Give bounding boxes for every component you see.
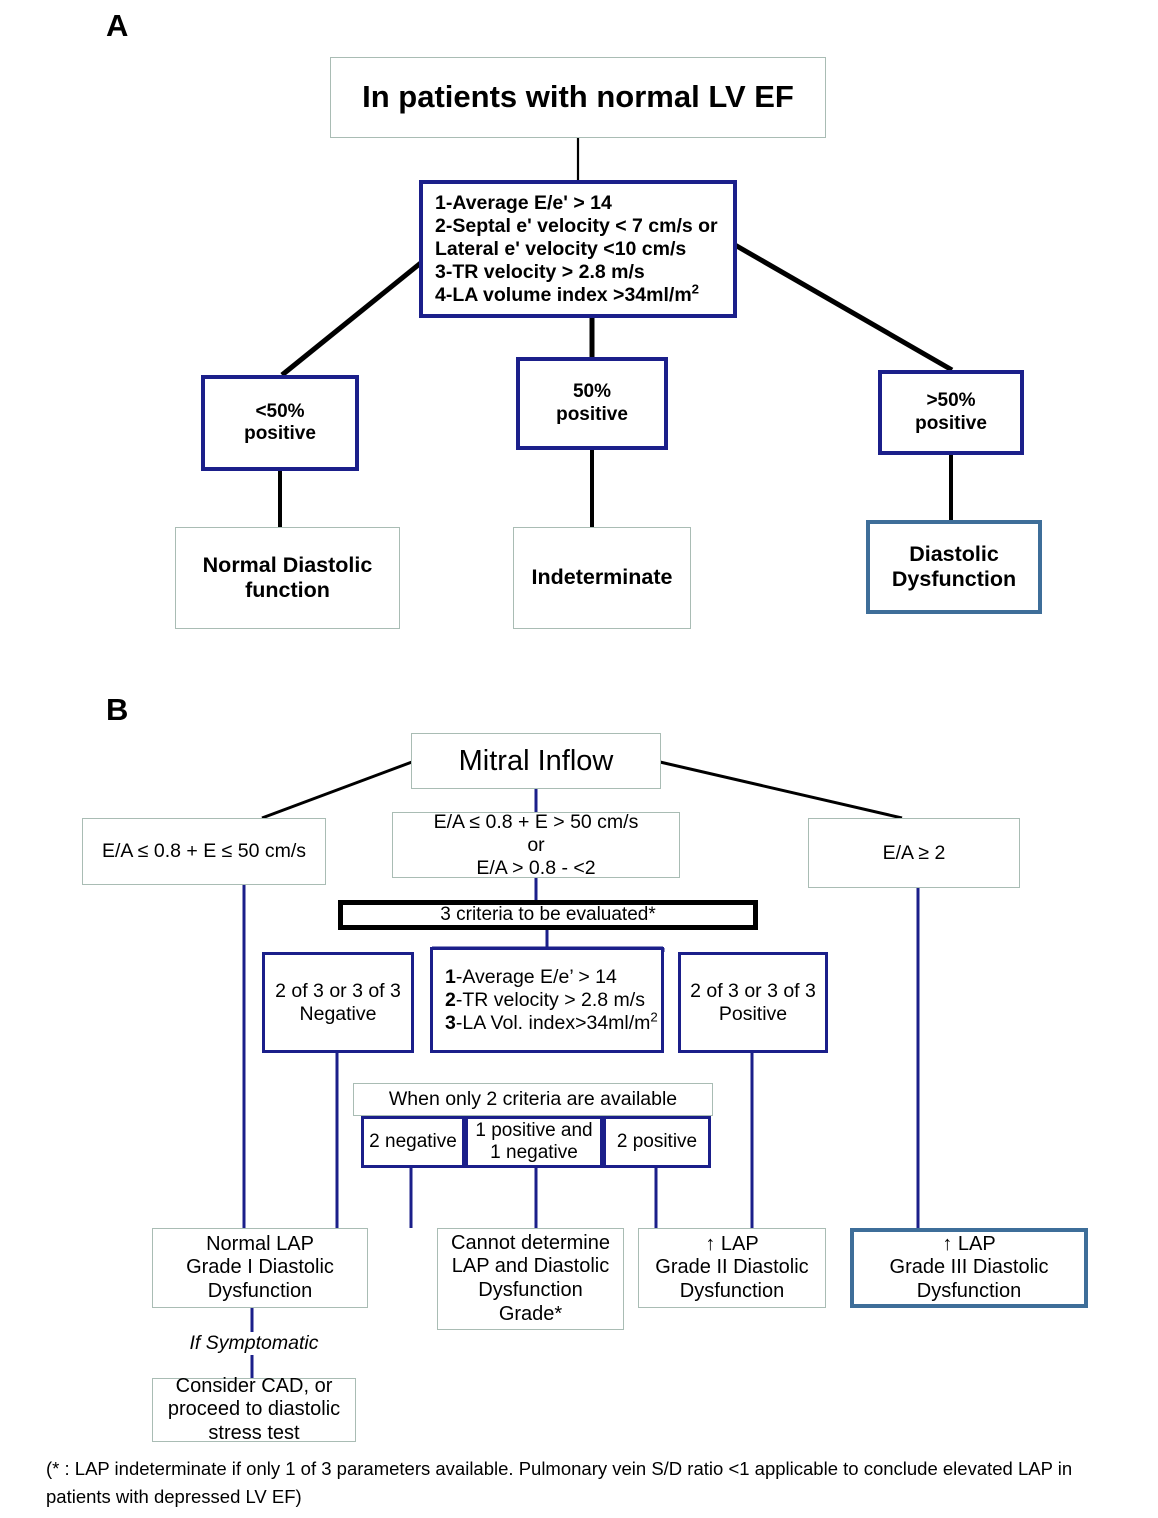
panel-b-two-criteria-cell-3: 2 positive xyxy=(603,1116,711,1168)
panel-a-outcome-1: Normal Diastolic function xyxy=(175,527,400,629)
connector-b-root-to-left xyxy=(261,760,413,820)
panel-b-outcome-4: ↑ LAP Grade III Diastolic Dysfunction xyxy=(850,1228,1088,1308)
b-outcome-1-line2: Grade I Diastolic xyxy=(186,1256,334,1279)
footnote-line2: patients with depressed LV EF) xyxy=(46,1485,302,1507)
cell-1-line1: 2 negative xyxy=(369,1130,457,1152)
footnote-line1: (* : LAP indeterminate if only 1 of 3 pa… xyxy=(46,1458,1073,1479)
panel-b-criteria-box: 1-Average E/e’ > 14 2-TR velocity > 2.8 … xyxy=(430,947,664,1053)
stress-line2: proceed to diastolic xyxy=(167,1398,341,1421)
panel-b-two-criteria-header: When only 2 criteria are available xyxy=(353,1083,713,1116)
if-symptomatic-label: If Symptomatic xyxy=(189,1332,319,1354)
panel-b-two-criteria-cell-1: 2 negative xyxy=(361,1116,465,1168)
b-outcome-2-line1: Cannot determine xyxy=(451,1231,610,1254)
panel-b-outcome-3: ↑ LAP Grade II Diastolic Dysfunction xyxy=(638,1228,826,1308)
outcome-3-line1: Diastolic xyxy=(909,541,999,566)
criteria-line-3: Lateral e' velocity <10 cm/s xyxy=(435,237,687,260)
count-positive-line1: 2 of 3 or 3 of 3 xyxy=(690,979,816,1002)
panel-b-outcome-2: Cannot determine LAP and Diastolic Dysfu… xyxy=(437,1228,624,1330)
branch-1-cond-line2: positive xyxy=(244,423,316,444)
count-negative-line1: 2 of 3 or 3 of 3 xyxy=(275,979,401,1002)
b-outcome-2-line4: Grade* xyxy=(498,1302,563,1325)
criteria-line-2: 2-Septal e' velocity < 7 cm/s or xyxy=(435,214,718,237)
left-branch-text: E/A ≤ 0.8 + E ≤ 50 cm/s xyxy=(101,840,307,862)
b-outcome-4-line2: Grade III Diastolic xyxy=(889,1256,1049,1279)
panel-b-root-box: Mitral Inflow xyxy=(411,733,661,789)
right-branch-text: E/A ≥ 2 xyxy=(882,841,946,864)
panel-a-branch-1-condition: <50% positive xyxy=(201,375,359,471)
b-outcome-1-line3: Dysfunction xyxy=(207,1279,313,1302)
mid-branch-line2: or xyxy=(527,833,545,856)
panel-a-label: A xyxy=(106,8,129,43)
panel-b-criteria-line-2: 2-TR velocity > 2.8 m/s xyxy=(445,988,645,1011)
criteria-line-5: 4-LA volume index >34ml/m2 xyxy=(435,281,700,306)
panel-b-root-text: Mitral Inflow xyxy=(458,744,614,777)
panel-a-root-box: In patients with normal LV EF xyxy=(330,57,826,138)
branch-1-cond-line1: <50% xyxy=(255,400,305,422)
panel-b-stress-test-box: Consider CAD, or proceed to diastolic st… xyxy=(152,1374,356,1444)
panel-a-branch-3-condition: >50% positive xyxy=(878,370,1024,455)
panel-a-root-text: In patients with normal LV EF xyxy=(362,79,794,115)
connector-b-root-to-right xyxy=(659,760,903,820)
cell-2-line1: 1 positive and xyxy=(475,1119,593,1141)
mid-branch-line1: E/A ≤ 0.8 + E > 50 cm/s xyxy=(433,810,639,833)
panel-b-two-criteria-cell-2: 1 positive and 1 negative xyxy=(465,1116,603,1168)
stress-line3: stress test xyxy=(208,1421,300,1444)
figure-footnote: (* : LAP indeterminate if only 1 of 3 pa… xyxy=(46,1455,1126,1511)
panel-b-label: B xyxy=(106,692,129,727)
panel-b-count-negative-box: 2 of 3 or 3 of 3 Negative xyxy=(262,952,414,1053)
panel-a-outcome-2: Indeterminate xyxy=(513,527,691,629)
outcome-1-line1: Normal Diastolic xyxy=(202,552,373,577)
b-outcome-3-line2: Grade II Diastolic xyxy=(655,1256,809,1279)
branch-3-cond-line1: >50% xyxy=(926,390,976,412)
mid-branch-lines: E/A ≤ 0.8 + E > 50 cm/s or E/A > 0.8 - <… xyxy=(434,811,639,880)
b-outcome-2-line3: Dysfunction xyxy=(478,1279,583,1301)
panel-b-left-branch-box: E/A ≤ 0.8 + E ≤ 50 cm/s xyxy=(82,818,326,885)
panel-b-criteria-line-1: 1-Average E/e’ > 14 xyxy=(445,965,617,988)
panel-b-left-branch-box-left: E/A ≤ 0.8 + E > 50 cm/s or E/A > 0.8 - <… xyxy=(392,811,680,880)
b-outcome-3-line3: Dysfunction xyxy=(679,1279,785,1302)
count-negative-line2: Negative xyxy=(299,1002,377,1025)
b-outcome-4-line3: Dysfunction xyxy=(916,1279,1022,1302)
panel-b-criteria-header-box: 3 criteria to be evaluated* xyxy=(338,900,758,930)
panel-b-right-branch-box: E/A ≥ 2 xyxy=(808,818,1020,888)
panel-b-outcome-1: Normal LAP Grade I Diastolic Dysfunction xyxy=(152,1228,368,1308)
panel-a-outcome-3: Diastolic Dysfunction xyxy=(866,520,1042,614)
branch-3-cond-line2: positive xyxy=(915,412,987,434)
b-outcome-4-line1: ↑ LAP xyxy=(942,1232,996,1255)
two-criteria-header-text: When only 2 criteria are available xyxy=(388,1088,678,1110)
criteria-header-text: 3 criteria to be evaluated* xyxy=(440,903,656,925)
panel-b-criteria-line-3: 3-LA Vol. index>34ml/m2 xyxy=(445,1009,658,1034)
b-outcome-2-line2: LAP and Diastolic xyxy=(451,1255,610,1278)
b-outcome-3-line1: ↑ LAP xyxy=(705,1232,759,1255)
criteria-line-1: 1-Average E/e' > 14 xyxy=(435,191,612,214)
panel-a-branch-2-condition: 50% positive xyxy=(516,357,668,450)
stress-line1: Consider CAD, or xyxy=(175,1374,333,1397)
outcome-2-line1: Indeterminate xyxy=(531,565,673,590)
b-outcome-1-line1: Normal LAP xyxy=(206,1232,314,1255)
cell-2-line2: 1 negative xyxy=(490,1142,578,1163)
panel-b-count-positive-box: 2 of 3 or 3 of 3 Positive xyxy=(678,952,828,1053)
branch-2-cond-line2: positive xyxy=(556,403,628,425)
count-positive-line2: Positive xyxy=(718,1002,788,1025)
panel-a-criteria-box: 1-Average E/e' > 14 2-Septal e' velocity… xyxy=(419,180,737,318)
connector-a-criteria-to-right xyxy=(733,242,954,373)
criteria-line-4: 3-TR velocity > 2.8 m/s xyxy=(435,260,645,283)
cell-3-line1: 2 positive xyxy=(616,1130,698,1152)
mid-branch-line3: E/A > 0.8 - <2 xyxy=(476,856,596,879)
outcome-1-line2: function xyxy=(245,578,330,602)
outcome-3-line2: Dysfunction xyxy=(891,567,1017,591)
branch-2-cond-line1: 50% xyxy=(572,381,612,403)
